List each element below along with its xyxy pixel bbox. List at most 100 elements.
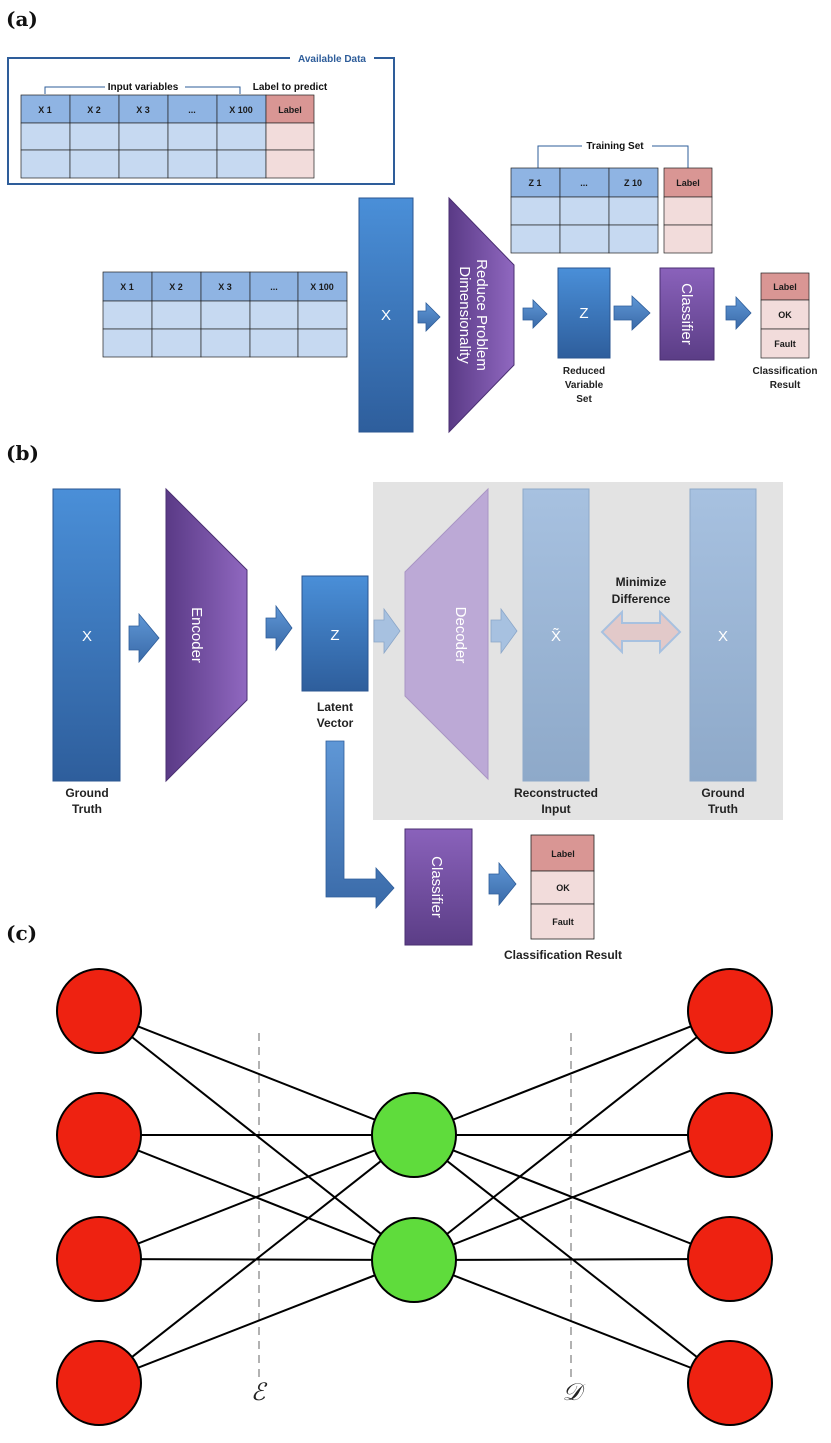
input-header-1: X 1 bbox=[38, 105, 52, 115]
table-cell bbox=[510, 196, 561, 226]
classifier-b-label: Classifier bbox=[428, 856, 445, 918]
network-nodes bbox=[56, 968, 773, 1426]
training-label-header: Label bbox=[676, 178, 700, 188]
edge bbox=[413, 1258, 731, 1261]
edge bbox=[98, 1134, 415, 1260]
edge bbox=[413, 1010, 731, 1261]
double-arrow-icon bbox=[600, 609, 682, 655]
table-cell bbox=[118, 122, 169, 151]
ground-truth-caption-2: Truth bbox=[72, 802, 102, 816]
result-b-fault-cell bbox=[530, 903, 595, 940]
result-label: Label bbox=[773, 282, 797, 292]
input-row-header-2: X 2 bbox=[169, 282, 183, 292]
x-truth-label: X bbox=[718, 628, 728, 645]
training-header-2: ... bbox=[580, 178, 588, 188]
result-fault: Fault bbox=[774, 339, 796, 349]
arrow-right-icon bbox=[613, 295, 651, 331]
table-cell bbox=[559, 196, 610, 226]
table-cell bbox=[102, 300, 153, 330]
edge bbox=[413, 1259, 731, 1384]
result-b-ok: OK bbox=[556, 883, 570, 893]
edge bbox=[98, 1134, 415, 1384]
label-cell bbox=[265, 149, 315, 179]
edge bbox=[413, 1010, 731, 1136]
available-data-table: X 1 X 2 X 3 ... X 100 Label bbox=[20, 94, 315, 179]
classification-caption-2: Result bbox=[770, 380, 801, 391]
x-block bbox=[358, 197, 414, 433]
classification-caption-1: Classification bbox=[752, 366, 817, 377]
header-cell bbox=[102, 271, 153, 302]
input-header-5: X 100 bbox=[229, 105, 253, 115]
table-cell bbox=[608, 196, 659, 226]
x-input-label: X bbox=[82, 628, 92, 645]
header-cell bbox=[20, 94, 71, 124]
input-header-4: ... bbox=[188, 105, 196, 115]
table-cell bbox=[249, 300, 299, 330]
classifier-b-block bbox=[404, 828, 473, 946]
table-cell bbox=[249, 328, 299, 358]
panel-b-label: (b) bbox=[6, 441, 39, 465]
z-latent-label: Z bbox=[330, 627, 339, 644]
training-header-1: Z 1 bbox=[528, 178, 541, 188]
input-header-3: X 3 bbox=[136, 105, 150, 115]
reduce-text-line2: Dimensionality bbox=[456, 266, 473, 364]
latent-caption-2: Vector bbox=[317, 716, 354, 730]
latent-node bbox=[371, 1217, 457, 1303]
available-data-frame bbox=[7, 57, 395, 185]
training-set-table: Z 1 ... Z 10 Label bbox=[510, 167, 713, 254]
result-b-ok-cell bbox=[530, 870, 595, 905]
result-b-fault: Fault bbox=[552, 917, 574, 927]
table-cell bbox=[216, 122, 267, 151]
reduced-caption-2: Variable bbox=[565, 380, 604, 391]
classifier-block bbox=[659, 267, 715, 361]
reduce-text-line1: Reduce Problem bbox=[473, 259, 490, 371]
input-node bbox=[56, 1092, 142, 1178]
encoder-block bbox=[165, 487, 248, 783]
x-input-block bbox=[52, 488, 121, 782]
ground-truth2-caption-2: Truth bbox=[708, 802, 738, 816]
table-cell bbox=[167, 122, 218, 151]
input-header-2: X 2 bbox=[87, 105, 101, 115]
x-reconstructed-block bbox=[522, 488, 590, 782]
reduce-dimensionality-block bbox=[448, 196, 515, 434]
result-label-cell bbox=[760, 272, 810, 301]
arrow-right-icon bbox=[725, 295, 752, 331]
label-header: Label bbox=[278, 105, 302, 115]
x-block-label: X bbox=[381, 307, 391, 324]
arrow-right-icon bbox=[417, 302, 441, 332]
table-cell bbox=[510, 224, 561, 254]
table-cell bbox=[167, 149, 218, 179]
input-node bbox=[56, 1216, 142, 1302]
header-cell bbox=[297, 271, 348, 302]
reduced-caption-1: Reduced bbox=[563, 366, 605, 377]
edge bbox=[98, 1010, 415, 1136]
input-row-header-1: X 1 bbox=[120, 282, 134, 292]
table-cell bbox=[216, 149, 267, 179]
result-b-label-cell bbox=[530, 834, 595, 872]
label-cell bbox=[663, 224, 713, 254]
result-ok: OK bbox=[778, 310, 792, 320]
arrow-right-icon bbox=[522, 299, 548, 329]
x-reconstructed-label: X̃ bbox=[551, 628, 561, 645]
header-cell bbox=[200, 271, 251, 302]
label-cell bbox=[663, 196, 713, 226]
bracket-label-bg bbox=[582, 139, 652, 151]
available-data-title: Available Data bbox=[298, 54, 366, 65]
ground-truth2-caption-1: Ground bbox=[701, 786, 744, 800]
arrow-down-right-icon bbox=[325, 740, 395, 910]
table-cell bbox=[20, 149, 71, 179]
reduced-caption-3: Set bbox=[576, 394, 592, 405]
output-node bbox=[687, 1092, 773, 1178]
panel-c-label: (c) bbox=[6, 921, 37, 945]
input-variables-label: Input variables bbox=[108, 82, 179, 93]
training-header-3: Z 10 bbox=[624, 178, 642, 188]
output-node bbox=[687, 1340, 773, 1426]
input-row-header-5: X 100 bbox=[310, 282, 334, 292]
input-row-header-3: X 3 bbox=[218, 282, 232, 292]
network-edges bbox=[98, 1010, 731, 1384]
panel-a-label: (a) bbox=[6, 7, 38, 31]
decoder-symbol: 𝒟 bbox=[562, 1378, 586, 1406]
reconstructed-caption-2: Input bbox=[541, 802, 570, 816]
encoder-label: Encoder bbox=[188, 607, 205, 663]
label-header-cell bbox=[265, 94, 315, 124]
